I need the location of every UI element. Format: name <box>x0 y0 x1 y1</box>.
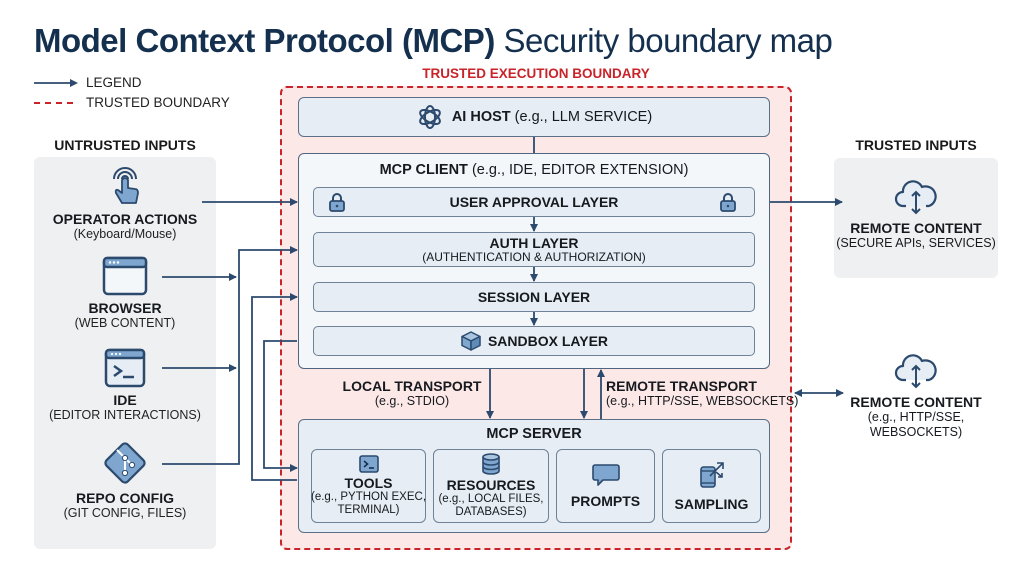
input-browser[interactable]: BROWSER (WEB CONTENT) <box>34 256 216 331</box>
mcp-client-label: MCP CLIENT <box>379 162 468 178</box>
layer-label: SANDBOX LAYER <box>487 333 609 349</box>
input-label: IDE <box>113 392 137 408</box>
remote-sub: WEBSOCKETS) <box>869 425 963 439</box>
layer-label: USER APPROVAL LAYER <box>449 194 619 210</box>
input-sub: (GIT CONFIG, FILES) <box>63 506 187 520</box>
external-remote-content[interactable]: REMOTE CONTENT (e.g., HTTP/SSE, WEBSOCKE… <box>834 350 998 440</box>
title-subtitle: Security boundary map <box>503 22 833 59</box>
layer-sub: (AUTHENTICATION & AUTHORIZATION) <box>422 250 646 264</box>
capability-label: PROMPTS <box>570 493 641 509</box>
input-label: OPERATOR ACTIONS <box>52 211 198 227</box>
capability-tools[interactable]: TOOLS (e.g., PYTHON EXEC, TERMINAL) <box>311 449 426 523</box>
legend-dashed-line-icon <box>34 101 78 104</box>
capability-sub: (e.g., LOCAL FILES, <box>438 493 544 505</box>
transport-sub: (e.g., STDIO) <box>374 394 450 408</box>
mcp-server-label: MCP SERVER <box>486 426 582 442</box>
git-icon <box>104 442 146 484</box>
capability-sub: (e.g., PYTHON EXEC, <box>310 491 427 503</box>
terminal-window-icon <box>104 348 146 388</box>
capability-sampling[interactable]: SAMPLING <box>662 449 761 523</box>
untrusted-inputs-heading: UNTRUSTED INPUTS <box>54 137 196 153</box>
remote-sub: (SECURE APIs, SERVICES) <box>836 236 996 250</box>
input-sub: (WEB CONTENT) <box>74 316 176 330</box>
mcp-server-header: MCP SERVER <box>298 426 770 442</box>
ai-host-label: AI HOST <box>451 109 511 125</box>
remote-sub: (e.g., HTTP/SSE, <box>867 410 965 424</box>
cube-icon <box>461 331 481 351</box>
input-operator-actions[interactable]: OPERATOR ACTIONS (Keyboard/Mouse) <box>34 165 216 242</box>
legend-arrow-row: LEGEND <box>34 75 142 90</box>
capability-sub: DATABASES) <box>455 506 527 518</box>
legend-boundary-row: TRUSTED BOUNDARY <box>34 95 230 110</box>
input-label: REPO CONFIG <box>75 490 174 506</box>
transport-sub: (e.g., HTTP/SSE, WEBSOCKETS) <box>606 394 799 408</box>
input-sub: (Keyboard/Mouse) <box>73 227 177 241</box>
input-label: BROWSER <box>88 300 162 316</box>
database-icon <box>482 453 500 475</box>
layer-label: AUTH LAYER <box>489 235 579 251</box>
input-ide[interactable]: IDE (EDITOR INTERACTIONS) <box>34 348 216 423</box>
remote-label: REMOTE CONTENT <box>850 394 982 410</box>
input-repo-config[interactable]: REPO CONFIG (GIT CONFIG, FILES) <box>34 440 216 521</box>
ai-host-sub: (e.g., LLM SERVICE) <box>514 109 653 125</box>
capability-label: SAMPLING <box>674 496 749 512</box>
trusted-remote-content[interactable]: REMOTE CONTENT (SECURE APIs, SERVICES) <box>834 176 998 251</box>
mcp-client-sub: (e.g., IDE, EDITOR EXTENSION) <box>471 162 689 178</box>
remote-label: REMOTE CONTENT <box>850 220 982 236</box>
lock-icon <box>329 193 345 212</box>
llm-logo-icon <box>418 105 441 129</box>
user-approval-layer[interactable]: USER APPROVAL LAYER <box>313 187 755 217</box>
title-bold: Model Context Protocol (MCP) <box>34 22 495 59</box>
terminal-icon <box>358 455 379 473</box>
legend-arrow-label: LEGEND <box>86 75 142 90</box>
chat-bubble-icon <box>591 464 620 486</box>
auth-layer[interactable]: AUTH LAYER (AUTHENTICATION & AUTHORIZATI… <box>313 232 755 267</box>
transport-title: REMOTE TRANSPORT <box>606 378 757 394</box>
mcp-client-header: MCP CLIENT (e.g., IDE, EDITOR EXTENSION) <box>298 162 770 178</box>
lock-icon <box>720 193 736 212</box>
sandbox-layer[interactable]: SANDBOX LAYER <box>313 326 755 356</box>
remote-transport-label: REMOTE TRANSPORT (e.g., HTTP/SSE, WEBSOC… <box>606 378 799 409</box>
touch-hand-icon <box>113 167 139 204</box>
cloud-sync-icon <box>894 354 937 389</box>
layer-label: SESSION LAYER <box>477 289 591 305</box>
legend-arrow-icon <box>34 78 78 87</box>
device-share-icon <box>699 462 724 488</box>
cloud-sync-icon <box>894 180 937 215</box>
capability-resources[interactable]: RESOURCES (e.g., LOCAL FILES, DATABASES) <box>433 449 549 523</box>
trusted-inputs-panel <box>834 158 998 278</box>
transport-title: LOCAL TRANSPORT <box>342 378 482 394</box>
trusted-boundary-label: TRUSTED EXECUTION BOUNDARY <box>422 66 650 81</box>
trusted-inputs-heading: TRUSTED INPUTS <box>855 137 977 153</box>
local-transport-label: LOCAL TRANSPORT (e.g., STDIO) <box>332 378 492 409</box>
legend-boundary-label: TRUSTED BOUNDARY <box>86 95 230 110</box>
capability-label: RESOURCES <box>446 477 536 493</box>
session-layer[interactable]: SESSION LAYER <box>313 282 755 312</box>
input-sub: (EDITOR INTERACTIONS) <box>49 408 201 422</box>
capability-sub: TERMINAL) <box>337 504 400 516</box>
capability-label: TOOLS <box>344 475 393 491</box>
browser-window-icon <box>102 256 148 296</box>
capability-prompts[interactable]: PROMPTS <box>556 449 655 523</box>
page-title: Model Context Protocol (MCP) Security bo… <box>34 22 833 60</box>
ai-host-box[interactable]: AI HOST (e.g., LLM SERVICE) <box>298 97 770 137</box>
